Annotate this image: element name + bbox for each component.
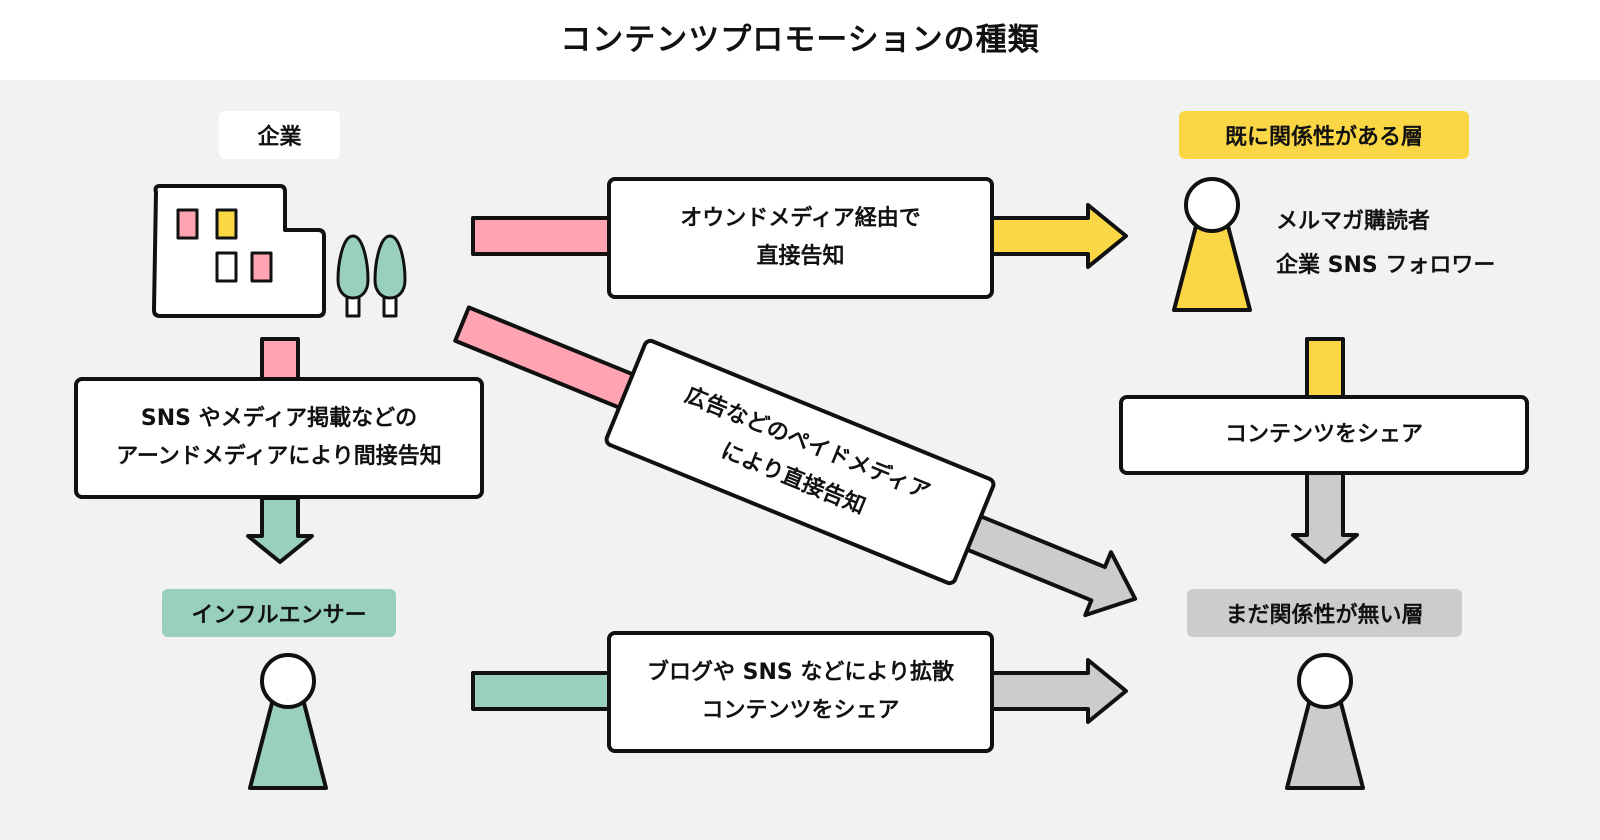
share-arrow-tail: [1305, 337, 1345, 401]
earned-media-line-1: SNS やメディア掲載などの: [140, 406, 418, 431]
example-newsletter: メルマガ購読者: [1276, 209, 1431, 234]
owned-media-line-2: 直接告知: [756, 244, 845, 269]
earned-media-box: SNS やメディア掲載などの アーンドメディアにより間接告知: [74, 377, 484, 499]
earned-arrow-head: [246, 496, 314, 564]
person-icon-not-yet: [1285, 653, 1365, 790]
existing-layer-label: 既に関係性がある層: [1179, 111, 1469, 159]
tree-icon: [373, 234, 407, 318]
spread-arrow-head: [988, 658, 1128, 724]
existing-examples: メルマガ購読者 企業 SNS フォロワー: [1276, 200, 1495, 288]
influencer-label: インフルエンサー: [162, 589, 396, 637]
tree-icon: [336, 234, 370, 318]
building-icon: [152, 184, 326, 318]
spread-arrow-tail: [471, 671, 615, 711]
not-yet-layer-label: まだ関係性が無い層: [1187, 589, 1462, 637]
influencer-spread-line-1: ブログや SNS などにより拡散: [647, 660, 954, 685]
owned-media-line-1: オウンドメディア経由で: [680, 206, 921, 231]
example-sns-followers: 企業 SNS フォロワー: [1276, 253, 1496, 278]
share-content-line-1: コンテンツをシェア: [1224, 422, 1423, 447]
earned-arrow-tail: [260, 337, 300, 381]
share-arrow-head: [1291, 468, 1359, 564]
person-icon-existing: [1172, 177, 1252, 312]
owned-media-box: オウンドメディア経由で 直接告知: [607, 177, 994, 299]
company-label: 企業: [219, 111, 340, 159]
influencer-spread-line-2: コンテンツをシェア: [701, 698, 900, 723]
person-icon-influencer: [248, 653, 328, 790]
earned-media-line-2: アーンドメディアにより間接告知: [116, 444, 442, 469]
influencer-spread-box: ブログや SNS などにより拡散 コンテンツをシェア: [607, 631, 994, 753]
diagram-title: コンテンツプロモーションの種類: [560, 21, 1040, 58]
owned-arrow-head: [988, 203, 1128, 269]
owned-arrow-tail: [471, 216, 615, 256]
share-content-box: コンテンツをシェア: [1119, 395, 1529, 475]
paid-arrow-head: [953, 509, 1138, 618]
